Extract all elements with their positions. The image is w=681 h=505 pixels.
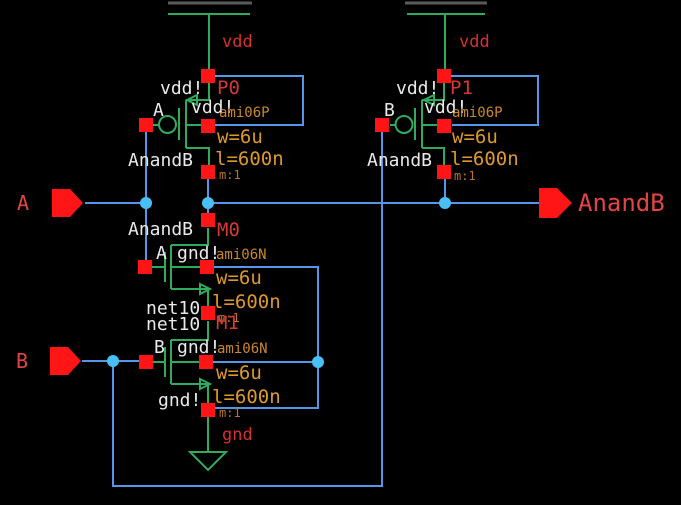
p1-width-label: w=6u xyxy=(452,126,498,148)
vdd-symbol-left[interactable] xyxy=(168,13,250,69)
port-label-b: B xyxy=(16,349,29,373)
m0-drain-net-label: AnandB xyxy=(128,219,194,240)
p0-bulk-pin[interactable] xyxy=(201,119,215,133)
p1-gate-bubble xyxy=(394,115,414,134)
p0-length-label: l=600n xyxy=(215,148,284,170)
p1-source-net-label: vdd! xyxy=(396,78,440,99)
p1-bulk-pin[interactable] xyxy=(437,119,451,133)
m0-bulk-pin[interactable] xyxy=(200,260,214,274)
m1-instance-name: M1 xyxy=(216,312,239,334)
m1-source-net-label: gnd! xyxy=(158,390,202,411)
junction-b[interactable] xyxy=(107,355,119,367)
m1-drain-net-label: net10 xyxy=(146,314,201,335)
m0-model-label: ami06N xyxy=(216,247,267,263)
p0-gate-net-label: A xyxy=(153,100,164,121)
p0-mult-label: m:1 xyxy=(219,168,241,182)
m1-length-label: l=600n xyxy=(212,386,281,408)
input-pin-a[interactable] xyxy=(52,189,83,217)
gnd-symbol[interactable] xyxy=(187,417,229,472)
m1-bulk-net-label: gnd! xyxy=(177,337,221,358)
p0-drain-net-label: AnandB xyxy=(128,150,194,171)
output-pin-anandb[interactable] xyxy=(539,188,572,218)
p1-gate-net-label: B xyxy=(384,100,395,121)
junction-dots xyxy=(107,197,451,368)
m0-width-label: w=6u xyxy=(216,267,262,289)
junction-bulk-gnd[interactable] xyxy=(312,356,324,368)
gnd-net-label: gnd xyxy=(222,425,253,445)
m0-length-label: l=600n xyxy=(212,291,281,313)
m1-width-label: w=6u xyxy=(216,362,262,384)
m0-gate-pin[interactable] xyxy=(138,260,152,274)
p0-source-pin[interactable] xyxy=(201,69,215,83)
p0-gate-pin[interactable] xyxy=(139,118,153,132)
gnd-triangle-icon xyxy=(187,451,229,472)
vdd-symbol-right[interactable] xyxy=(407,13,485,69)
p1-model-label: ami06P xyxy=(452,105,503,121)
p0-source-arrow-icon xyxy=(184,93,198,107)
m0-bulk-net-label: gnd! xyxy=(177,243,221,264)
m0-mult-label: m:1 xyxy=(218,311,240,325)
vdd-net-label-left: vdd xyxy=(222,32,253,52)
junction-output-left[interactable] xyxy=(202,197,214,209)
p0-instance-name: P0 xyxy=(217,77,240,99)
m0-gate-net-label: A xyxy=(156,243,167,264)
junction-output-right[interactable] xyxy=(439,197,451,209)
p1-mult-label: m:1 xyxy=(454,169,476,183)
p1-bulk-net-label: vdd! xyxy=(424,97,468,118)
p0-bulk-net-label: vdd! xyxy=(191,97,235,118)
p1-instance-name: P1 xyxy=(450,77,473,99)
m1-mult-label: m:1 xyxy=(219,406,241,420)
port-label-a: A xyxy=(17,191,30,215)
junction-a[interactable] xyxy=(140,197,152,209)
pmos-p0-symbol[interactable] xyxy=(153,83,210,165)
p0-gate-bubble xyxy=(158,115,177,134)
m0-drain-pin[interactable] xyxy=(201,213,215,227)
nmos-m0-symbol[interactable] xyxy=(152,228,213,306)
p1-length-label: l=600n xyxy=(450,148,519,170)
m0-source-arrow-icon xyxy=(199,282,213,296)
p0-drain-pin[interactable] xyxy=(201,165,215,179)
m1-gate-pin[interactable] xyxy=(139,355,153,369)
p1-source-pin[interactable] xyxy=(437,69,451,83)
m1-source-arrow-icon xyxy=(199,377,213,391)
port-label-out: AnandB xyxy=(578,189,665,217)
m1-model-label: ami06N xyxy=(217,341,268,357)
vdd-net-label-right: vdd xyxy=(459,32,490,52)
pin-squares xyxy=(138,69,451,417)
pmos-p1-symbol[interactable] xyxy=(390,83,445,165)
input-pin-b[interactable] xyxy=(50,347,81,375)
wire-b-route[interactable] xyxy=(112,132,383,487)
p1-drain-pin[interactable] xyxy=(437,165,451,179)
p0-source-net-label: vdd! xyxy=(160,78,204,99)
p1-gate-pin[interactable] xyxy=(375,118,389,132)
m1-bulk-pin[interactable] xyxy=(199,355,213,369)
m1-gate-net-label: B xyxy=(154,337,165,358)
m0-source-pin[interactable] xyxy=(201,306,215,320)
m0-source-net-label: net10 xyxy=(146,298,201,319)
m0-instance-name: M0 xyxy=(217,219,240,241)
nmos-m1-symbol[interactable] xyxy=(153,321,213,403)
wire-p0-bulk-tie[interactable] xyxy=(209,75,304,126)
p0-model-label: ami06P xyxy=(219,105,270,121)
p1-drain-net-label: AnandB xyxy=(367,150,433,171)
p0-width-label: w=6u xyxy=(217,126,263,148)
p1-source-arrow-icon xyxy=(421,93,435,107)
wire-nmos-bulk-tie[interactable] xyxy=(214,266,319,409)
wire-p1-bulk-tie[interactable] xyxy=(445,75,539,126)
m1-source-pin[interactable] xyxy=(201,403,215,417)
io-pins xyxy=(50,188,572,375)
